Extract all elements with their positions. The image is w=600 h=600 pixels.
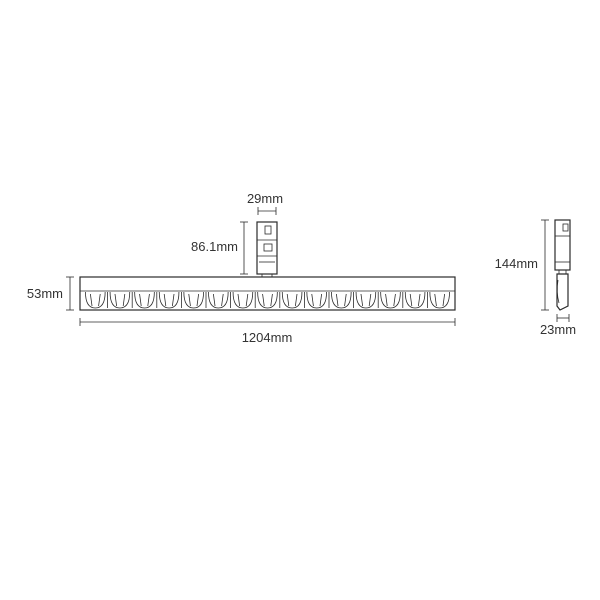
louver-cell (328, 291, 352, 309)
luminaire-body (79, 276, 456, 311)
louver-cell (279, 291, 303, 309)
louver-cell (180, 291, 204, 309)
louver-cell (353, 291, 377, 309)
louver-cell (402, 291, 426, 309)
louver-cell (230, 291, 254, 309)
body-length-dimension: 1204mm (79, 318, 456, 345)
adapter-width-dimension: 29mm (247, 191, 283, 215)
adapter-width-label: 29mm (247, 191, 283, 206)
louver-cell (85, 291, 106, 309)
adapter-height-label: 86.1mm (191, 239, 238, 254)
louver-array (85, 291, 450, 309)
louver-cell (303, 291, 327, 309)
body-height-dimension: 53mm (27, 276, 74, 311)
louver-cell (426, 291, 450, 309)
louver-cell (254, 291, 278, 309)
side-width-label: 23mm (540, 322, 576, 337)
side-view: 144mm 23mm (495, 219, 576, 337)
louver-cell (205, 291, 229, 309)
total-height-dimension: 144mm (495, 219, 549, 311)
adapter-height-dimension: 86.1mm (191, 221, 248, 275)
front-view: 29mm 86.1mm 53mm 1204mm (27, 191, 456, 345)
side-profile (554, 219, 571, 311)
body-height-label: 53mm (27, 286, 63, 301)
louver-cell (377, 291, 401, 309)
louver-cell (107, 291, 131, 309)
side-width-dimension: 23mm (540, 314, 576, 337)
louver-cell (131, 291, 155, 309)
body-length-label: 1204mm (242, 330, 293, 345)
total-height-label: 144mm (495, 256, 538, 271)
track-adapter (256, 221, 278, 277)
louver-cell (156, 291, 180, 309)
